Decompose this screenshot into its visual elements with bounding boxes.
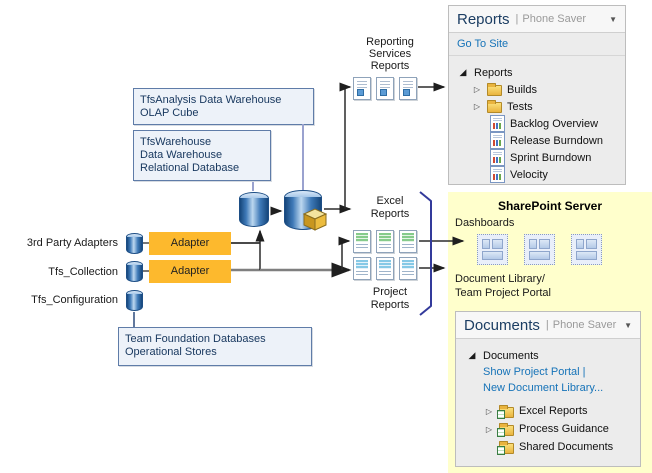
tree-node-release-burndown[interactable]: Release Burndown	[449, 132, 625, 149]
olap-to-rs-docs-arrow	[339, 82, 352, 209]
report-chart-icon	[490, 132, 505, 149]
collapsed-icon[interactable]: ▷	[485, 424, 493, 434]
project-document-icon	[376, 257, 394, 280]
excel-reports-label: Excel Reports	[370, 195, 410, 220]
tree-node-label[interactable]: Release Burndown	[510, 134, 603, 147]
collapsed-icon[interactable]: ▷	[473, 102, 481, 111]
document-folder-icon	[497, 440, 514, 455]
tfs-warehouse-box: TfsWarehouse Data Warehouse Relational D…	[133, 130, 271, 181]
dropdown-icon[interactable]: ▼	[624, 320, 632, 330]
project-document-icon	[353, 257, 371, 280]
tree-node-label[interactable]: Velocity	[510, 168, 548, 181]
report-document-icon	[353, 77, 371, 100]
dashboards-row	[477, 234, 602, 265]
tree-node-reports-root[interactable]: ◢ Reports	[449, 64, 625, 81]
excel-document-icon	[376, 230, 394, 253]
report-chart-icon	[490, 115, 505, 132]
documents-tree: ◢ Documents Show Project Portal | New Do…	[456, 339, 640, 456]
adapter-box-2: Adapter	[149, 260, 231, 283]
show-project-portal-link[interactable]: Show Project Portal |	[483, 366, 586, 378]
tfs-configuration-database-icon	[126, 290, 143, 311]
tree-node-backlog-overview[interactable]: Backlog Overview	[449, 115, 625, 132]
third-party-database-icon	[126, 233, 143, 254]
show-project-portal-row: Show Project Portal |	[456, 364, 640, 380]
sharepoint-server-title: SharePoint Server	[497, 199, 603, 213]
collapsed-icon[interactable]: ▷	[473, 85, 481, 94]
warehouse-database-icon	[239, 192, 269, 227]
reporting-services-reports-label: Reporting Services Reports	[366, 36, 414, 72]
new-document-library-link[interactable]: New Document Library...	[483, 382, 604, 394]
dropdown-icon[interactable]: ▼	[609, 14, 617, 24]
excel-report-documents	[353, 230, 417, 253]
tree-node-label[interactable]: Builds	[507, 83, 537, 96]
tree-node-velocity[interactable]: Velocity	[449, 166, 625, 183]
tfs-collection-database-icon	[126, 261, 143, 282]
tree-node-label[interactable]: Backlog Overview	[510, 117, 599, 130]
project-report-documents	[353, 257, 417, 280]
folder-icon	[487, 83, 502, 96]
go-to-site-link[interactable]: Go To Site	[457, 38, 509, 50]
dashboard-icon[interactable]	[524, 234, 555, 265]
report-document-icon	[376, 77, 394, 100]
documents-panel-header: Documents | Phone Saver ▼	[456, 312, 640, 339]
dashboard-icon[interactable]	[477, 234, 508, 265]
project-name-label: Phone Saver	[522, 13, 586, 25]
tree-node-label[interactable]: Documents	[483, 349, 539, 362]
tree-node-shared-documents[interactable]: Shared Documents	[456, 438, 640, 456]
branch-to-excel-docs-arrow	[338, 236, 351, 270]
tree-node-label[interactable]: Tests	[507, 100, 533, 113]
dashboard-icon[interactable]	[571, 234, 602, 265]
third-party-adapters-label: 3rd Party Adapters	[26, 237, 118, 249]
documents-panel-title: Documents	[464, 316, 540, 334]
report-chart-icon	[490, 149, 505, 166]
reporting-services-documents	[353, 77, 417, 100]
excel-document-icon	[399, 230, 417, 253]
title-separator: |	[515, 13, 519, 25]
tree-node-builds[interactable]: ▷ Builds	[449, 81, 625, 98]
tfs-collection-label: Tfs_Collection	[48, 266, 118, 278]
tree-node-documents-root[interactable]: ◢ Documents	[456, 347, 640, 364]
tree-node-excel-reports[interactable]: ▷ Excel Reports	[456, 402, 640, 420]
report-document-icon	[399, 77, 417, 100]
tree-node-tests[interactable]: ▷ Tests	[449, 98, 625, 115]
expanded-icon[interactable]: ◢	[459, 67, 467, 77]
document-folder-icon	[497, 422, 514, 437]
olap-cube-icon	[303, 208, 328, 231]
tfs-configuration-label: Tfs_Configuration	[31, 294, 118, 306]
project-name-label: Phone Saver	[552, 319, 617, 331]
document-library-label: Document Library/ Team Project Portal	[455, 273, 551, 299]
team-foundation-databases-label: Team Foundation Databases Operational St…	[125, 333, 266, 358]
tree-node-label[interactable]: Process Guidance	[519, 423, 609, 435]
title-separator: |	[545, 319, 549, 331]
adapter-box-1: Adapter	[149, 232, 231, 255]
tree-node-label[interactable]: Shared Documents	[519, 441, 614, 453]
documents-panel: Documents | Phone Saver ▼ ◢ Documents Sh…	[455, 311, 641, 467]
project-document-icon	[399, 257, 417, 280]
tree-node-sprint-burndown[interactable]: Sprint Burndown	[449, 149, 625, 166]
go-to-site-row: Go To Site	[449, 33, 625, 56]
folder-icon	[487, 100, 502, 113]
collapsed-icon[interactable]: ▷	[485, 406, 493, 416]
tfs-analysis-label: TfsAnalysis Data Warehouse OLAP Cube	[140, 94, 282, 119]
document-folder-icon	[497, 404, 514, 419]
tree-node-label[interactable]: Excel Reports	[519, 405, 588, 417]
dashboards-label: Dashboards	[455, 217, 515, 229]
reports-panel: Reports | Phone Saver ▼ Go To Site ◢ Rep…	[448, 5, 626, 185]
team-foundation-databases-box: Team Foundation Databases Operational St…	[118, 327, 312, 366]
tree-node-label[interactable]: Sprint Burndown	[510, 151, 592, 164]
tfs-analysis-box: TfsAnalysis Data Warehouse OLAP Cube	[133, 88, 314, 125]
reports-tree: ◢ Reports ▷ Builds ▷ Tests Backlog Overv…	[449, 56, 625, 183]
new-document-library-row: New Document Library...	[456, 380, 640, 396]
project-reports-label: Project Reports	[370, 286, 410, 311]
tree-node-process-guidance[interactable]: ▷ Process Guidance	[456, 420, 640, 438]
tfs-warehouse-label: TfsWarehouse Data Warehouse Relational D…	[140, 136, 240, 174]
excel-document-icon	[353, 230, 371, 253]
expanded-icon[interactable]: ◢	[468, 350, 476, 360]
reports-panel-header: Reports | Phone Saver ▼	[449, 6, 625, 33]
reports-panel-title: Reports	[457, 10, 510, 28]
tree-node-label[interactable]: Reports	[474, 66, 513, 79]
report-chart-icon	[490, 166, 505, 183]
